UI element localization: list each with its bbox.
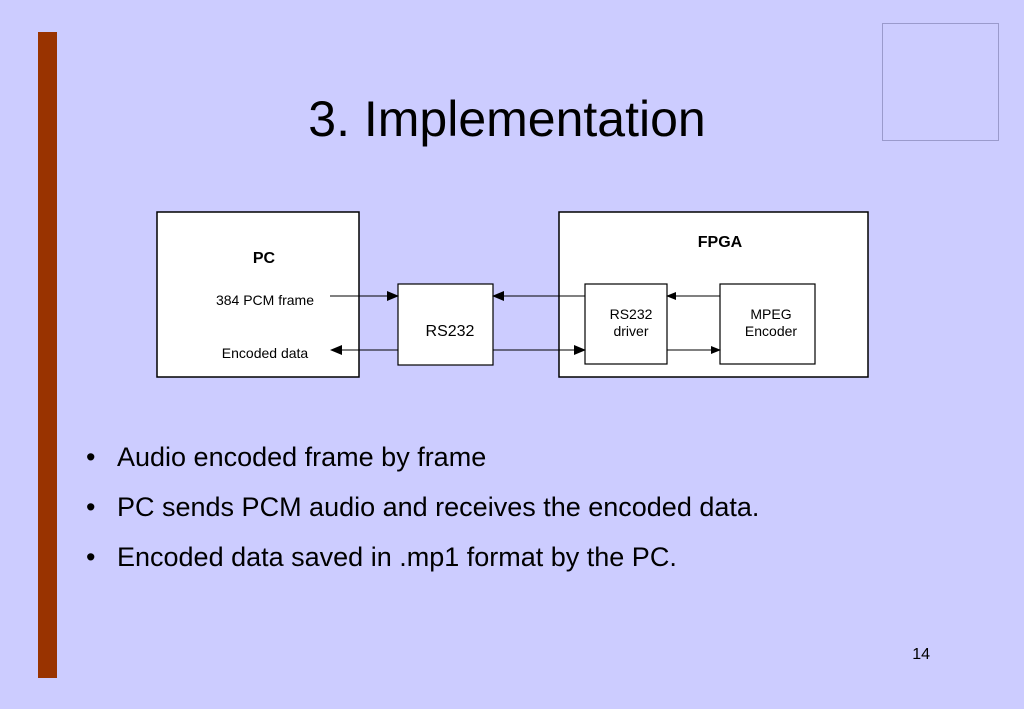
bullet-item: • Audio encoded frame by frame [86, 432, 759, 482]
bullet-text: Encoded data saved in .mp1 format by the… [117, 542, 677, 572]
rs232-label: RS232 [426, 323, 475, 340]
bullet-list: • Audio encoded frame by frame • PC sends … [86, 432, 759, 582]
bullet-item: • PC sends PCM audio and receives the enc… [86, 482, 759, 532]
rs232-driver-box [584, 283, 668, 365]
slide-title: 3. Implementation [308, 91, 706, 147]
rs232-driver-label-line1: RS232 [610, 306, 653, 322]
fpga-label: FPGA [698, 234, 743, 251]
bullet-marker: • [86, 492, 96, 522]
bullet-text: PC sends PCM audio and receives the enco… [117, 492, 760, 522]
mpeg-encoder-label-line1: MPEG [750, 306, 791, 322]
slide-thumbnail [882, 23, 999, 141]
rs232-driver-label-line2: driver [613, 323, 648, 339]
mpeg-encoder-box [719, 283, 816, 365]
rs232-box [397, 283, 494, 366]
encoded-data-label: Encoded data [222, 345, 309, 361]
pcm-frame-label: 384 PCM frame [216, 292, 314, 308]
accent-bar [38, 32, 57, 678]
bullet-marker: • [86, 442, 96, 472]
bullet-marker: • [86, 542, 96, 572]
pc-label: PC [253, 250, 276, 267]
bullet-text: Audio encoded frame by frame [117, 442, 487, 472]
mpeg-encoder-label-line2: Encoder [745, 323, 797, 339]
page-number: 14 [912, 646, 930, 663]
bullet-item: • Encoded data saved in .mp1 format by th… [86, 532, 759, 582]
pc-box [156, 211, 360, 378]
